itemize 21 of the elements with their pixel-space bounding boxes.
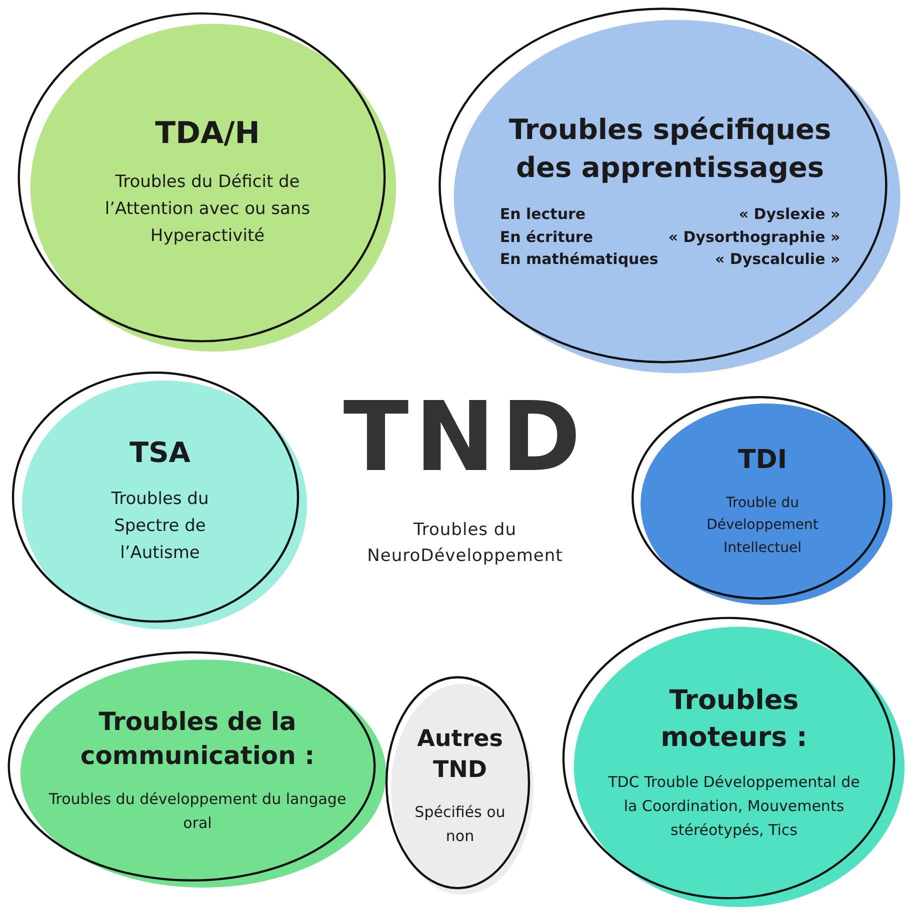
bubble-text: Spécifiés ou non [414, 802, 506, 848]
row-label: En écriture [500, 226, 594, 248]
bubble-text: Troubles du développement du langage oral [48, 788, 348, 834]
row-value: « Dyscalculie » [714, 249, 840, 270]
row-label: En mathématiques [500, 249, 658, 270]
bubble-heading: Troubles spécifiques des apprentissages [508, 112, 832, 186]
row-value: « Dysorthographie » [668, 226, 840, 248]
bubble-heading: TDA/H [155, 115, 260, 154]
bubble-text: TDC Trouble Développemental de la Coordination, Mouvements stéréotypés, Tics [607, 772, 861, 841]
row-value: « Dyslexie » [738, 204, 840, 226]
center-subtitle: Troubles du NeuroDéveloppement [366, 519, 564, 568]
row-label: En lecture [500, 204, 587, 226]
bubble-heading: Troubles moteurs : [660, 684, 808, 754]
bubble-heading: TDI [738, 444, 787, 477]
bubble-text: Troubles du Spectre de l’Autisme [110, 488, 210, 566]
bubble-heading: Autres TND [416, 724, 504, 785]
bubble-text: Troubles du Déficit de l’Attention avec ou sans Hyperactivité [104, 170, 312, 248]
bubble-heading: TSA [130, 435, 190, 472]
center-title: TND [342, 385, 588, 491]
bubble-text: Trouble du Développement Intellectuel [706, 494, 820, 558]
bubble-heading: Troubles de la communication : [79, 706, 316, 772]
